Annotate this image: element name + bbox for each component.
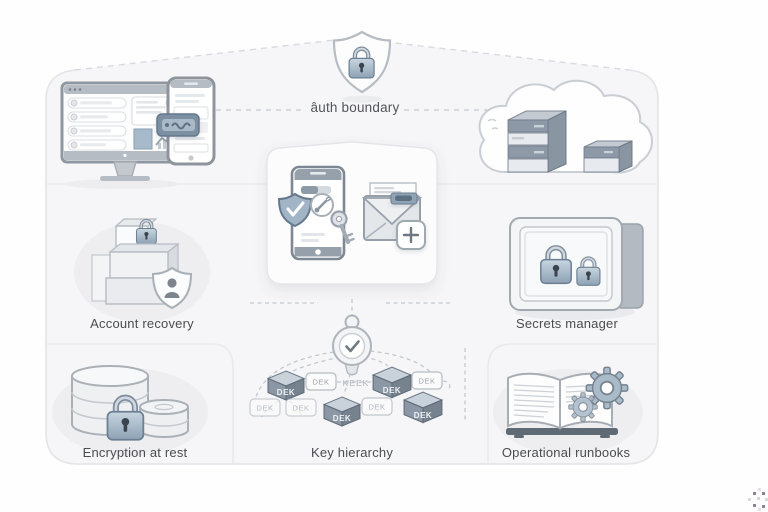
envelope-plus-icon: [361, 182, 426, 250]
master-key-icon: [332, 314, 372, 376]
kek-text-label: KEEK: [343, 378, 370, 388]
kek-cube-right-label: DEK: [383, 386, 401, 395]
gear-small-icon: [568, 392, 598, 422]
dek-tag-4: DEK: [285, 398, 317, 417]
key-icon: [330, 210, 355, 244]
dek-tag-1: DEK: [305, 372, 337, 391]
corner-pixel-artifact: [746, 486, 768, 512]
kek-cube-left-label: DEK: [277, 388, 295, 397]
kek-cube-right: DEK: [372, 366, 412, 399]
dek-tag-4-label: DEK: [293, 404, 310, 413]
token-badge-icon: [156, 113, 200, 137]
dek-tag-1-label: DEK: [313, 378, 330, 387]
cloud-servers-icon: [478, 79, 653, 174]
dashboard-list-rows: [67, 97, 127, 151]
user-shield-icon: [151, 266, 193, 310]
disk-stack-icon: [139, 399, 189, 438]
label-secrets-manager: Secrets manager: [516, 316, 618, 331]
shield-check-icon: [277, 192, 313, 228]
dek-cube-bottom: DEK: [323, 396, 361, 427]
secrets-manager-icon: [509, 217, 644, 320]
shield-lock-icon: [332, 30, 392, 103]
mfa-card-content: [277, 165, 426, 261]
server-stack-large: [507, 110, 567, 173]
dek-tag-3-label: DEK: [257, 404, 274, 413]
label-operational-runbooks: Operational runbooks: [501, 445, 631, 460]
dek-tag-2-label: DEK: [419, 377, 436, 386]
otp-dial-icon: [310, 193, 334, 217]
dek-cube-right-label: DEK: [414, 411, 432, 420]
dek-cube-right: DEK: [403, 391, 443, 424]
desktop-dashboard-icon: [60, 76, 216, 189]
label-encryption-at-rest: Encryption at rest: [82, 445, 188, 460]
key-hierarchy-tree: DEK DEK KEEK DEK DEK DEK DEK DEK D: [249, 299, 466, 427]
operational-runbooks-icon: [493, 366, 643, 455]
dek-tag-5: DEK: [361, 397, 393, 416]
account-recovery-icon: [74, 218, 210, 322]
encryption-at-rest-icon: [52, 365, 208, 456]
server-stack-small: [583, 140, 633, 173]
dek-tag-2: DEK: [411, 371, 443, 390]
label-key-hierarchy: Key hierarchy: [310, 445, 394, 460]
dek-tag-5-label: DEK: [369, 403, 386, 412]
gear-large-icon: [585, 366, 629, 410]
label-account-recovery: Account recovery: [90, 316, 194, 331]
dek-cube-bottom-label: DEK: [333, 414, 351, 423]
dek-tag-3: DEK: [249, 398, 281, 417]
auth-boundary-label: âuth boundary: [310, 100, 400, 115]
kek-cube-left: DEK: [267, 370, 305, 401]
